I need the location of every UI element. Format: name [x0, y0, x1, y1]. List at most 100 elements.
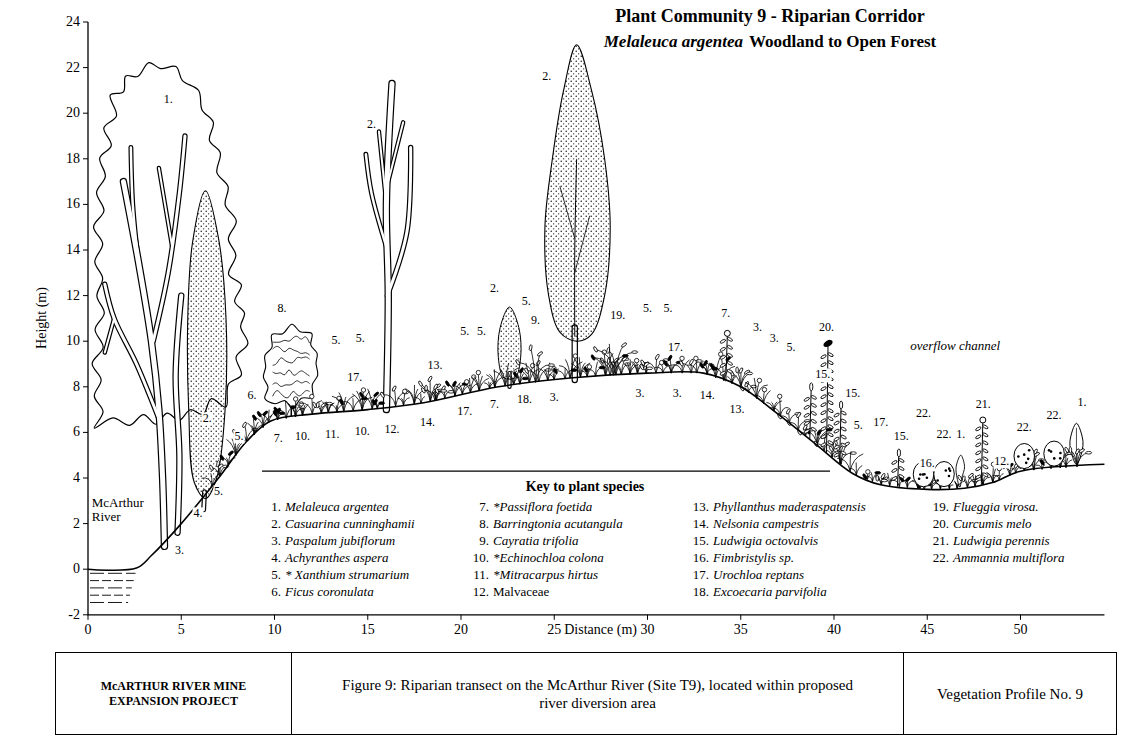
herb-drawing — [833, 428, 839, 433]
tree-drawing — [273, 346, 310, 355]
herb-drawing — [898, 466, 904, 471]
herb-drawing — [441, 390, 447, 393]
tick-label: 0 — [85, 622, 92, 637]
herb-drawing — [820, 442, 826, 447]
herb-drawing — [427, 376, 432, 382]
herb-drawing — [339, 393, 344, 412]
callout-number: 16. — [919, 458, 936, 471]
callout-number: 14. — [419, 417, 436, 430]
key-number: 10. — [473, 551, 489, 565]
key-number: 18. — [693, 585, 709, 599]
tick-label: 20 — [454, 622, 468, 637]
herb-drawing — [310, 394, 314, 398]
callout-number: 21. — [975, 398, 992, 411]
herb-drawing — [647, 367, 653, 370]
herb-drawing — [975, 434, 981, 439]
herb-drawing — [1027, 458, 1030, 461]
callout-number: 12. — [383, 424, 400, 437]
herb-drawing — [421, 387, 426, 393]
herb-drawing — [326, 402, 329, 413]
herb-drawing — [573, 354, 577, 358]
species-name: Paspalum jubiflorum — [285, 534, 395, 548]
herb-drawing — [891, 460, 897, 465]
callout-number: 5. — [213, 485, 224, 498]
herb-drawing — [926, 476, 929, 479]
axis-line — [1020, 615, 1021, 620]
herb-drawing — [897, 449, 900, 457]
callout-number: 3. — [769, 332, 780, 345]
herb-drawing — [726, 334, 728, 381]
tick-label: 10 — [66, 333, 80, 348]
herb-drawing — [1044, 441, 1065, 466]
herb-drawing — [804, 405, 810, 410]
herb-drawing — [228, 450, 234, 456]
herb-drawing — [1048, 449, 1051, 452]
herb-drawing — [866, 470, 870, 474]
herb-drawing — [875, 472, 881, 475]
herb-drawing — [727, 337, 733, 342]
herb-drawing — [876, 475, 879, 481]
herb-drawing — [919, 473, 922, 476]
callout-number: 4. — [193, 508, 204, 521]
herb-drawing — [373, 399, 378, 405]
axis-line — [262, 471, 830, 472]
channel-label: overflow channel — [910, 339, 1000, 353]
key-number: 14. — [693, 516, 709, 530]
herb-drawing — [840, 410, 846, 415]
herb-drawing — [820, 434, 826, 439]
herb-drawing — [850, 452, 856, 455]
axis-line — [461, 615, 462, 620]
herb-drawing — [883, 478, 890, 485]
herb-drawing — [907, 481, 914, 488]
callout-number: 22. — [1046, 410, 1063, 423]
herb-drawing — [634, 358, 638, 362]
tree-drawing — [105, 284, 160, 421]
herb-drawing — [418, 380, 423, 386]
herb-drawing — [820, 362, 826, 367]
herb-drawing — [667, 355, 672, 361]
callout-number: 10. — [354, 426, 371, 439]
herb-drawing — [604, 354, 605, 376]
herb-drawing — [445, 380, 450, 386]
herb-drawing — [975, 426, 981, 431]
herb-drawing — [587, 365, 591, 369]
herb-drawing — [663, 360, 668, 366]
herb-drawing — [840, 450, 846, 455]
river-label: McArthur River — [92, 496, 154, 525]
herb-drawing — [1028, 449, 1031, 452]
herb-drawing — [300, 403, 312, 414]
key-number: 15. — [693, 534, 709, 548]
title-block-cell: McARTHUR RIVER MINE EXPANSION PROJECT — [55, 652, 292, 735]
key-number: 9. — [479, 534, 489, 548]
species-name: Ammannia multiflora — [953, 551, 1065, 565]
axis-line — [83, 614, 88, 615]
herb-drawing — [328, 403, 333, 412]
herb-drawing — [397, 398, 403, 405]
key-number: 1. — [271, 499, 281, 513]
herb-drawing — [891, 468, 897, 473]
callout-number: 6. — [247, 389, 258, 402]
tree-drawing — [123, 182, 164, 547]
callout-number: 3. — [174, 544, 185, 557]
herb-drawing — [679, 360, 684, 366]
river-water — [90, 573, 136, 574]
callout-number: 2. — [202, 412, 213, 425]
herb-drawing — [727, 361, 733, 366]
callout-number: 5. — [521, 296, 532, 309]
herb-drawing — [583, 366, 588, 372]
tick-label: 30 — [641, 622, 655, 637]
callout-number: 20. — [818, 321, 835, 334]
herb-drawing — [394, 389, 395, 407]
river-water — [90, 595, 130, 596]
herb-drawing — [242, 422, 247, 428]
herb-drawing — [840, 434, 846, 439]
callout-number: 3. — [672, 387, 683, 400]
herb-drawing — [553, 368, 558, 374]
species-name: Flueggia virosa. — [953, 499, 1038, 513]
axis-line — [83, 113, 88, 114]
herb-drawing — [762, 387, 766, 391]
axis-line — [83, 250, 88, 251]
axis-line — [83, 295, 88, 296]
herb-drawing — [593, 346, 598, 352]
tick-label: 22 — [66, 60, 80, 75]
